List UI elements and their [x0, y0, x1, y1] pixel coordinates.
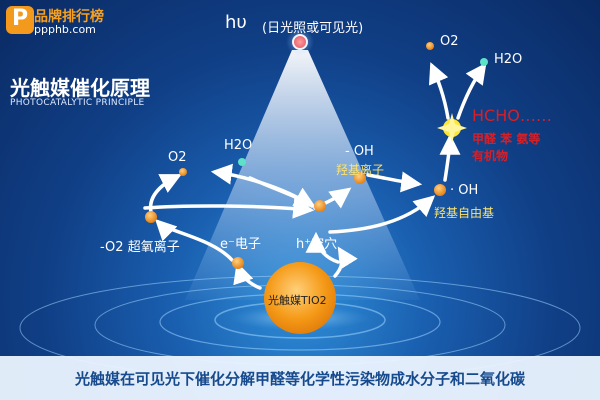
- page-title: 光触媒催化原理: [10, 76, 150, 100]
- h2o-right-label: H2O: [494, 52, 523, 67]
- oh-radical-particle: [434, 184, 446, 196]
- hcho-label: HCHO……: [472, 106, 552, 125]
- o2-left-particle: [179, 168, 187, 176]
- o2-radical-particle: [145, 211, 157, 223]
- logo-url: ppphb.com: [34, 23, 96, 36]
- pollutants-line2: 有机物: [472, 149, 509, 163]
- o2-left-label: O2: [168, 150, 187, 165]
- oh-minus-label: - OH: [345, 144, 374, 159]
- oh-radical-label: · OH: [450, 183, 479, 198]
- oh-minus-note: 羟基离子: [336, 163, 385, 177]
- particles: [145, 42, 488, 269]
- light-beam: [185, 50, 420, 300]
- h2o-right-particle: [480, 58, 488, 66]
- hole-label: h⁺空穴: [296, 237, 338, 252]
- oh-radical-note: 羟基自由基: [434, 206, 495, 220]
- tio2-core: [264, 262, 336, 334]
- hole-particle: [314, 200, 326, 212]
- logo-name: 品牌排行榜: [34, 9, 104, 25]
- light-symbol: hυ: [225, 12, 247, 33]
- footer-caption: 光触媒在可见光下催化分解甲醛等化学性污染物成水分子和二氧化碳: [74, 370, 525, 388]
- oh-minus-particle: [354, 172, 366, 184]
- h2o-left-label: H2O: [224, 138, 253, 153]
- electron-label: e⁻电子: [220, 237, 261, 252]
- light-note: (日光照或可见光): [262, 21, 364, 36]
- core-label: 光触媒TIO2: [268, 294, 327, 307]
- o2-right-particle: [426, 42, 434, 50]
- logo-glyph: P: [12, 6, 29, 31]
- electron-particle: [232, 257, 244, 269]
- pollutants-line1: 甲醛 苯 氨等: [472, 132, 541, 146]
- h2o-left-particle: [238, 158, 246, 166]
- logo-badge: [6, 6, 34, 34]
- page-subtitle: PHOTOCATALYTIC PRINCIPLE: [10, 98, 145, 108]
- o2-right-label: O2: [440, 34, 459, 49]
- footer-bar: [0, 356, 600, 400]
- o2-radical-label: -O2 超氧离子: [100, 240, 180, 255]
